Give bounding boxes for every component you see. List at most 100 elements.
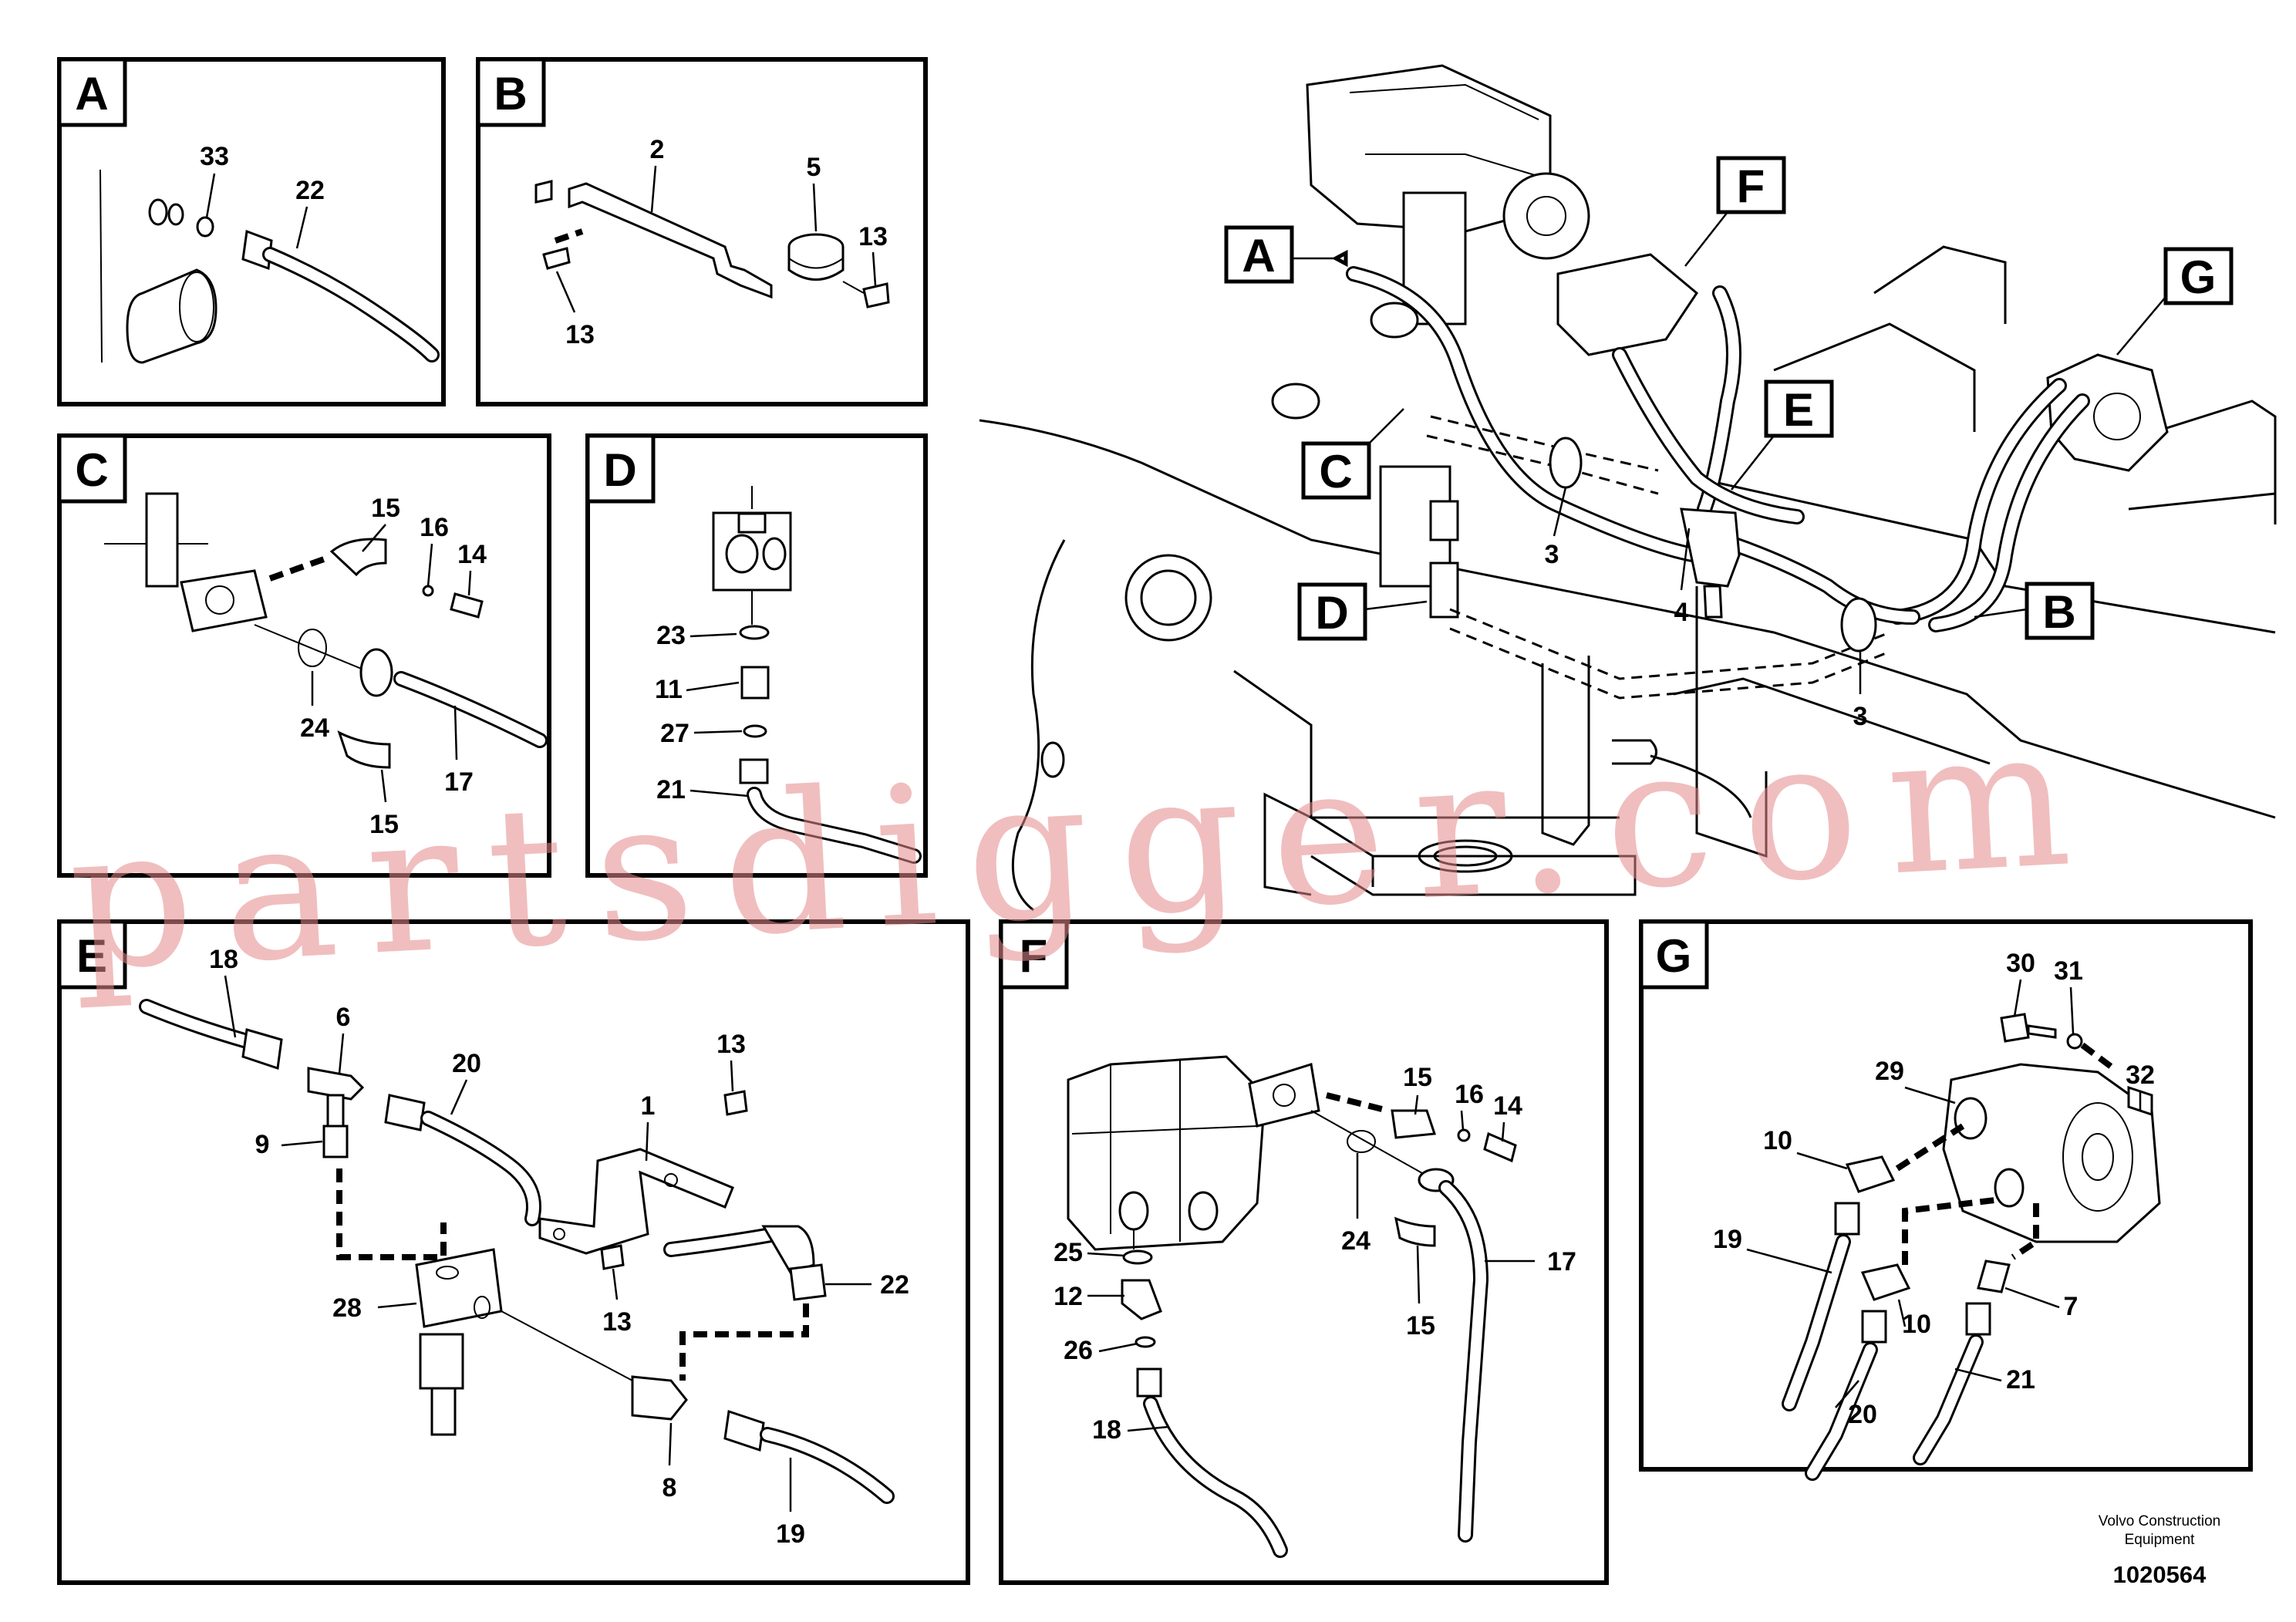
panel-c-half-clamp-top: [329, 538, 387, 577]
panel-f-callout-3: 14: [1493, 1091, 1522, 1121]
panel-c-flange: [180, 569, 268, 632]
panel-e-tee-8: [631, 1375, 688, 1421]
panel-a-tag: A: [75, 68, 108, 120]
panel-f-callout-4: 24: [1341, 1226, 1371, 1256]
panel-f-tag-box: [999, 919, 1069, 990]
panel-b-bolt-13-right: [862, 282, 890, 309]
panel-g-fitting-7: [1977, 1259, 2011, 1293]
panel-a-callout-1: 33: [200, 142, 229, 171]
panel-e-tee-6: [307, 1067, 365, 1101]
panel-e-callout-1: 18: [209, 945, 238, 974]
panel-c-callout-1: 15: [371, 494, 400, 523]
panel-d-oring-27: [743, 724, 767, 738]
overview-tag-e: E: [1783, 384, 1814, 436]
panel-b-callout-3: 13: [858, 222, 888, 251]
panel-e-callout-10: 8: [663, 1473, 677, 1502]
panel-d-callout-4: 21: [656, 775, 686, 804]
panel-e-bracket-1: [538, 1148, 734, 1255]
panel-f-washer-16: [1457, 1128, 1471, 1142]
panel-c-callout-4: 24: [300, 713, 329, 743]
panel-f: F 15 16 14 24 1: [999, 919, 1609, 1585]
panel-f-oring-26: [1135, 1336, 1156, 1348]
panel-e-hose-22-nut: [789, 1263, 827, 1301]
panel-d-tag-box: [585, 433, 656, 504]
overview-pivot-outer: [1124, 554, 1212, 642]
panel-e-hose-18-nut: [241, 1028, 283, 1070]
panel-f-pump-flange: [1248, 1063, 1320, 1128]
panel-g-tag-box: [1639, 919, 1709, 990]
panel-e-tag: E: [76, 930, 107, 982]
panel-a-oring-33: [196, 216, 214, 238]
panel-a-tag-box: [57, 57, 127, 127]
panel-b-tag: B: [494, 68, 527, 120]
overview-pump-mount: [1402, 191, 1467, 325]
panel-d-callout-2: 11: [655, 675, 683, 704]
overview-tag-box-b: [2025, 582, 2095, 640]
panel-e-bolt-13-top: [723, 1090, 748, 1116]
panel-f-oring-25: [1122, 1249, 1153, 1265]
panel-e-callout-7: 13: [602, 1307, 632, 1337]
panel-f-callout-9: 18: [1092, 1415, 1121, 1445]
panel-g-port-lower: [1994, 1168, 2025, 1208]
panel-b: B 2 5 13 13: [476, 57, 928, 406]
overview-callout-1: 3: [1545, 540, 1559, 569]
panel-a-wall-edge: [99, 169, 103, 363]
panel-e-callout-11: 19: [776, 1519, 805, 1549]
panel-a: A 33 22: [57, 57, 446, 406]
panel-e: E: [57, 919, 970, 1585]
overview-tag-box-d: [1297, 582, 1367, 641]
panel-e-valve-stem: [419, 1333, 464, 1390]
overview-tag-f: F: [1737, 160, 1765, 212]
panel-g-bolt-30: [2000, 1013, 2030, 1043]
panel-g-callout-7: 10: [1902, 1310, 1931, 1339]
overview-tag-box-a: [1224, 225, 1294, 284]
overview-tag-g: G: [2180, 251, 2217, 303]
panel-g-elbow-10-upper: [1845, 1155, 1896, 1193]
panel-c-tag: C: [75, 444, 108, 496]
panel-c-washer-16: [422, 585, 434, 597]
panel-f-bolt-14: [1483, 1131, 1517, 1163]
panel-g-frame: [1639, 919, 2253, 1472]
panel-e-callout-4: 1: [641, 1091, 656, 1121]
panel-g-callout-2: 31: [2054, 956, 2083, 986]
panel-f-elbow-12: [1121, 1279, 1162, 1320]
panel-a-frame: [57, 57, 446, 406]
overview-frame-rail-top: [979, 419, 2276, 819]
panel-d-frame: [585, 433, 928, 878]
panel-e-hose-20-nut: [384, 1094, 426, 1131]
panel-g-callout-8: 7: [2064, 1292, 2079, 1321]
panel-g-callout-1: 30: [2006, 949, 2035, 978]
overview-clamp-3-lower: [1840, 597, 1877, 653]
panel-d-elbow-nut: [739, 758, 769, 784]
panel-f-half-clamp-bottom: [1394, 1216, 1436, 1247]
panel-b-callout-2: 5: [807, 153, 821, 182]
panel-d-callout-1: 23: [656, 621, 686, 650]
panel-e-frame: [57, 919, 970, 1585]
panel-c-tag-box: [57, 433, 127, 504]
panel-b-callout-4: 13: [565, 320, 595, 349]
panel-c-callout-5: 17: [444, 767, 474, 797]
panel-e-callout-9: 28: [332, 1293, 362, 1323]
overview-tag-box-c: [1301, 441, 1371, 500]
panel-g-callout-9: 20: [1848, 1400, 1877, 1429]
drawing-id: 1020564: [2113, 1561, 2207, 1588]
panel-e-hose-19-nut: [723, 1410, 765, 1452]
panel-c-half-clamp-bottom: [337, 730, 391, 769]
overview-tag-a: A: [1242, 230, 1275, 282]
panel-e-adapter-9: [322, 1125, 349, 1158]
panel-g-callout-3: 29: [1875, 1057, 1904, 1086]
panel-b-bracket-2: [568, 182, 773, 299]
overview-pivot-inner: [1140, 569, 1197, 626]
panel-f-tag: F: [1020, 930, 1048, 982]
panel-c-bolt-14: [450, 592, 484, 619]
panel-f-callout-7: 12: [1054, 1282, 1083, 1311]
overview-tag-box-f: [1716, 156, 1786, 214]
panel-g: G 30 31 29 32: [1639, 919, 2253, 1481]
panel-b-callout-1: 2: [650, 135, 665, 164]
panel-f-frame: [999, 919, 1609, 1585]
overview-dashed-hose-2: [1449, 608, 1890, 680]
panel-c-pipe: [145, 492, 179, 588]
panel-b-tag-box: [476, 57, 546, 127]
panel-f-callout-6: 25: [1054, 1238, 1083, 1267]
